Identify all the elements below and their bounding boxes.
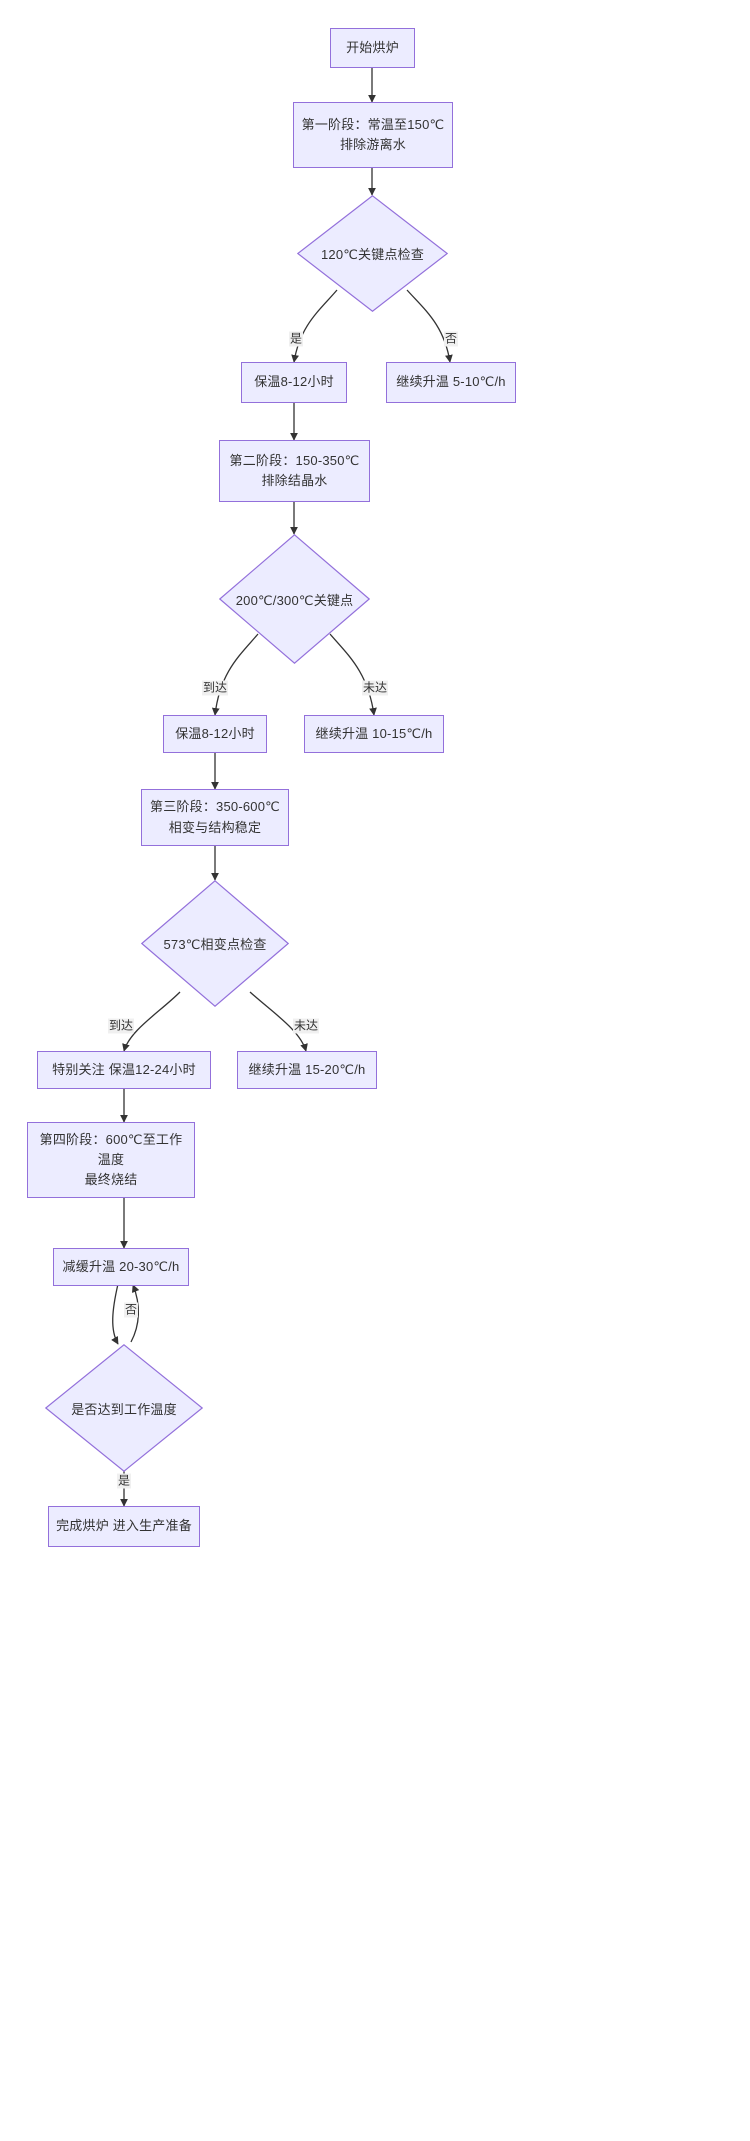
node-ramp4-label: 减缓升温 20-30℃/h	[62, 1258, 180, 1274]
node-stage3[interactable]: 第三阶段：350-600℃ 相变与结构稳定	[141, 789, 289, 846]
node-ramp2[interactable]: 继续升温 10-15℃/h	[304, 715, 444, 753]
node-ramp4[interactable]: 减缓升温 20-30℃/h	[53, 1248, 189, 1286]
node-stage4-label: 第四阶段：600℃至工作温度 最终烧结	[39, 1131, 183, 1188]
node-hold3-label: 特别关注 保温12-24小时	[52, 1061, 196, 1077]
edge-label-chk573-not-reached: 未达	[292, 1018, 320, 1034]
node-hold2[interactable]: 保温8-12小时	[163, 715, 267, 753]
node-hold2-label: 保温8-12小时	[175, 725, 255, 741]
node-hold3[interactable]: 特别关注 保温12-24小时	[37, 1051, 211, 1089]
edge-label-chk200-not-reached: 未达	[361, 680, 389, 696]
node-stage2-label: 第二阶段：150-350℃ 排除结晶水	[229, 452, 360, 488]
node-stage1[interactable]: 第一阶段：常温至150℃ 排除游离水	[293, 102, 453, 168]
edge-label-chk120-no: 否	[443, 331, 459, 347]
node-ramp3-label: 继续升温 15-20℃/h	[248, 1061, 366, 1077]
node-finish[interactable]: 完成烘炉 进入生产准备	[48, 1506, 200, 1547]
node-hold1-label: 保温8-12小时	[254, 374, 334, 390]
node-chk200-label: 200℃/300℃关键点	[235, 592, 354, 608]
chk573-diamond-shape	[141, 880, 289, 1007]
node-ramp3[interactable]: 继续升温 15-20℃/h	[237, 1051, 377, 1089]
node-chk200[interactable]: 200℃/300℃关键点	[219, 534, 370, 664]
node-stage2[interactable]: 第二阶段：150-350℃ 排除结晶水	[219, 440, 370, 502]
chk200-diamond-shape	[219, 534, 370, 664]
edge-label-chkwork-yes: 是	[116, 1473, 132, 1489]
node-stage3-label: 第三阶段：350-600℃ 相变与结构稳定	[150, 799, 280, 835]
node-hold1[interactable]: 保温8-12小时	[241, 362, 347, 403]
chk120-diamond-shape	[297, 195, 448, 312]
node-ramp1[interactable]: 继续升温 5-10℃/h	[386, 362, 516, 403]
node-ramp2-label: 继续升温 10-15℃/h	[315, 725, 433, 741]
edge-ramp4-chkwork	[111, 1283, 119, 1345]
edge-label-chk120-yes: 是	[288, 331, 304, 347]
node-chk120-label: 120℃关键点检查	[320, 247, 425, 262]
node-chk573-label: 573℃相变点检查	[163, 937, 267, 952]
node-start[interactable]: 开始烘炉	[330, 28, 415, 68]
edge-label-chk200-reached: 到达	[201, 680, 229, 696]
chkwork-diamond-shape	[45, 1344, 203, 1472]
node-stage1-label: 第一阶段：常温至150℃ 排除游离水	[301, 116, 445, 152]
edge-label-chk573-reached: 到达	[107, 1018, 135, 1034]
node-start-label: 开始烘炉	[346, 39, 399, 55]
node-stage4[interactable]: 第四阶段：600℃至工作温度 最终烧结	[27, 1122, 195, 1198]
node-finish-label: 完成烘炉 进入生产准备	[56, 1518, 192, 1534]
node-chkwork-label: 是否达到工作温度	[71, 1401, 177, 1417]
node-chk120[interactable]: 120℃关键点检查	[297, 195, 448, 312]
node-chkwork[interactable]: 是否达到工作温度	[45, 1344, 203, 1472]
node-ramp1-label: 继续升温 5-10℃/h	[396, 374, 506, 390]
node-chk573[interactable]: 573℃相变点检查	[141, 880, 289, 1007]
edge-label-chkwork-no: 否	[123, 1302, 139, 1318]
